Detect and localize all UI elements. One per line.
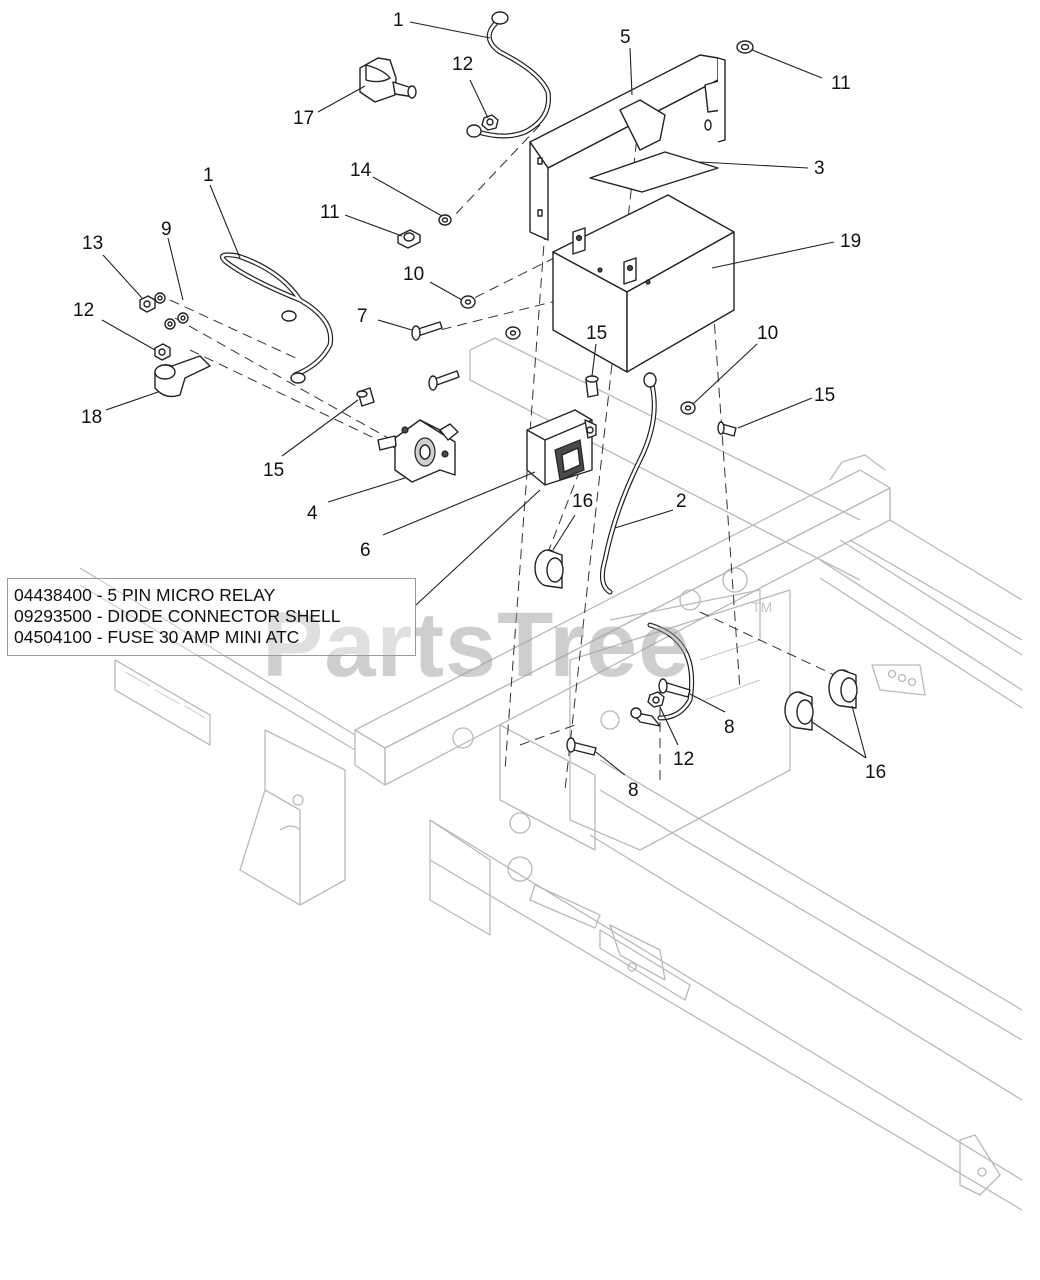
watermark-trademark: TM [752, 599, 772, 615]
hex-nut-12-lower [630, 691, 665, 727]
flat-washer-10-right [680, 401, 696, 415]
callout-10-mid: 10 [403, 264, 424, 285]
part-number-legend: 04438400 - 5 PIN MICRO RELAY 09293500 - … [7, 578, 416, 656]
terminal-boot-18 [154, 355, 211, 398]
lock-washer-14 [438, 214, 452, 226]
callout-16-left: 16 [572, 491, 593, 512]
starter-solenoid-4 [377, 419, 459, 483]
callout-2: 2 [676, 491, 687, 512]
battery-bracket-5 [529, 54, 726, 241]
callout-19: 19 [840, 231, 861, 252]
callout-15-right: 15 [814, 385, 835, 406]
callout-6: 6 [360, 540, 371, 561]
terminal-boot-17 [359, 57, 417, 103]
carriage-bolt-lower [428, 370, 460, 391]
relay-assembly-6 [526, 409, 597, 486]
legend-line-relay: 04438400 - 5 PIN MICRO RELAY [14, 585, 276, 605]
callout-5: 5 [620, 27, 631, 48]
callout-1-top: 1 [393, 10, 404, 31]
callout-15-left: 15 [263, 460, 284, 481]
bolt-8-lower [566, 737, 597, 756]
flat-washer-10-left [505, 326, 521, 340]
leader-lines [101, 21, 867, 776]
legend-line-diode: 09293500 - DIODE CONNECTOR SHELL [14, 606, 341, 626]
carriage-bolt-7 [411, 321, 443, 341]
callout-numbers: 1 5 12 11 17 3 14 11 1 19 13 9 10 12 7 1… [73, 10, 886, 801]
flange-nut-11-top [736, 40, 754, 54]
bolt-15-under-battery [585, 375, 599, 398]
battery-pad-3 [589, 151, 719, 193]
bolt-15-right [717, 421, 737, 437]
battery-cable-left-1 [220, 252, 334, 384]
lock-washer-9 [154, 292, 189, 330]
callout-4: 4 [307, 503, 318, 524]
legend-line-fuse: 04504100 - FUSE 30 AMP MINI ATC [14, 627, 300, 647]
hex-nut-13 [139, 295, 156, 313]
callout-11-mid: 11 [320, 202, 340, 223]
callout-12-lower: 12 [673, 749, 694, 770]
hex-nut-12-top [481, 114, 499, 131]
callout-15-mid: 15 [586, 323, 607, 344]
callout-14: 14 [350, 160, 372, 181]
callout-12-left: 12 [73, 300, 94, 321]
partstree-watermark: PartsTree TM [262, 594, 772, 696]
callout-9: 9 [161, 219, 172, 240]
ground-cable-2 [599, 372, 657, 595]
callout-3: 3 [814, 158, 825, 179]
callout-11-top: 11 [831, 73, 851, 94]
callout-8-lower: 8 [628, 780, 639, 801]
callout-18: 18 [81, 407, 102, 428]
callout-10-right: 10 [757, 323, 778, 344]
callout-13: 13 [82, 233, 103, 254]
grommet-16-left [534, 549, 564, 589]
grommet-16-right [784, 669, 858, 731]
bolt-15-left [356, 387, 375, 407]
flange-nut-11-mid [397, 229, 421, 249]
callout-16-right: 16 [865, 762, 886, 783]
mower-frame [79, 337, 1023, 1211]
callout-12-top: 12 [452, 54, 473, 75]
callout-1-left: 1 [203, 165, 214, 186]
bolt-8-upper [658, 678, 691, 698]
callout-7: 7 [357, 306, 368, 327]
hex-nut-12-left [154, 343, 171, 361]
callout-17: 17 [293, 108, 314, 129]
flat-washer-10-mid [460, 295, 476, 309]
battery-19 [552, 194, 735, 373]
callout-8-upper: 8 [724, 717, 735, 738]
battery-cable-top-1 [466, 11, 552, 139]
watermark-text: PartsTree [262, 594, 690, 696]
